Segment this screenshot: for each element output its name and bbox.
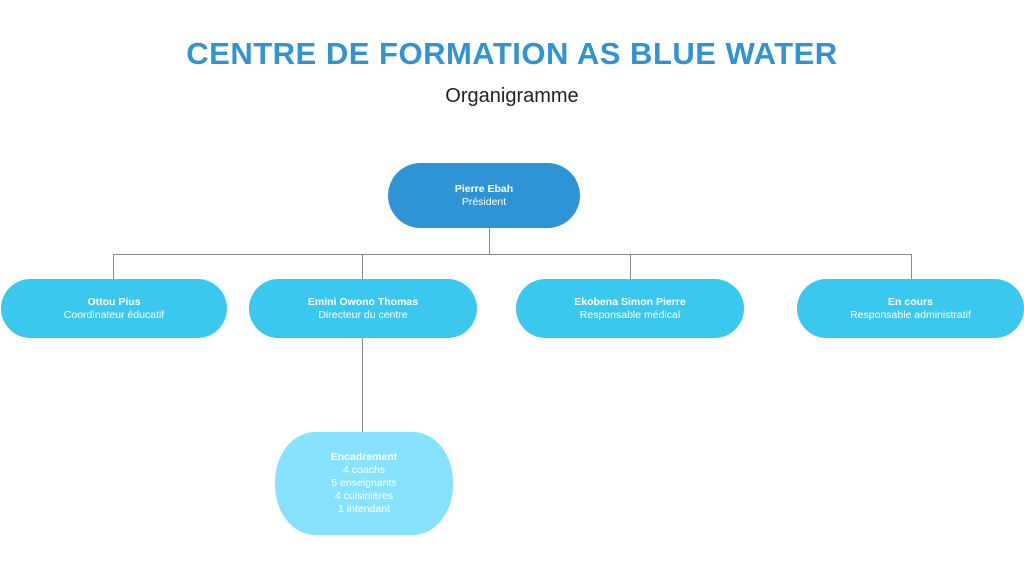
node-encadrement: Encadrement 4 coachs 5 enseignants 4 cui… bbox=[275, 432, 453, 535]
node-role: Responsable médical bbox=[579, 308, 681, 321]
node-name: Ottou Pius bbox=[87, 295, 141, 308]
chart-subtitle: Organigramme bbox=[445, 85, 579, 107]
node-directeur-du-centre: Emini Owono Thomas Directeur du centre bbox=[249, 279, 477, 338]
connector-to-medical bbox=[630, 254, 631, 279]
node-role: Président bbox=[461, 195, 507, 208]
staff-item: 5 enseignants bbox=[331, 477, 397, 489]
node-name: Pierre Ebah bbox=[454, 182, 514, 195]
node-role: Directeur du centre bbox=[318, 308, 408, 321]
chart-title: CENTRE DE FORMATION AS BLUE WATER bbox=[186, 36, 838, 71]
node-responsable-administratif: En cours Responsable administratif bbox=[797, 279, 1024, 338]
node-name: Encadrement bbox=[330, 451, 398, 463]
node-president: Pierre Ebah Président bbox=[388, 163, 580, 228]
node-role: Coordinateur éducatif bbox=[63, 308, 165, 321]
connector-horizontal bbox=[113, 254, 911, 255]
connector-president-down bbox=[489, 228, 490, 254]
connector-to-administratif bbox=[911, 254, 912, 279]
connector-directeur-to-encadrement bbox=[362, 338, 363, 432]
node-coordinateur-educatif: Ottou Pius Coordinateur éducatif bbox=[1, 279, 227, 338]
connector-to-directeur bbox=[362, 254, 363, 279]
staff-item: 4 coachs bbox=[342, 464, 386, 476]
staff-item: 1 intendant bbox=[338, 503, 390, 515]
node-name: En cours bbox=[888, 295, 933, 308]
node-name: Emini Owono Thomas bbox=[307, 295, 419, 308]
staff-item: 4 cuisinières bbox=[334, 490, 394, 502]
node-responsable-medical: Ekobena Simon Pierre Responsable médical bbox=[516, 279, 744, 338]
node-name: Ekobena Simon Pierre bbox=[574, 295, 686, 308]
connector-to-coordinateur bbox=[113, 254, 114, 279]
node-role: Responsable administratif bbox=[850, 308, 971, 321]
